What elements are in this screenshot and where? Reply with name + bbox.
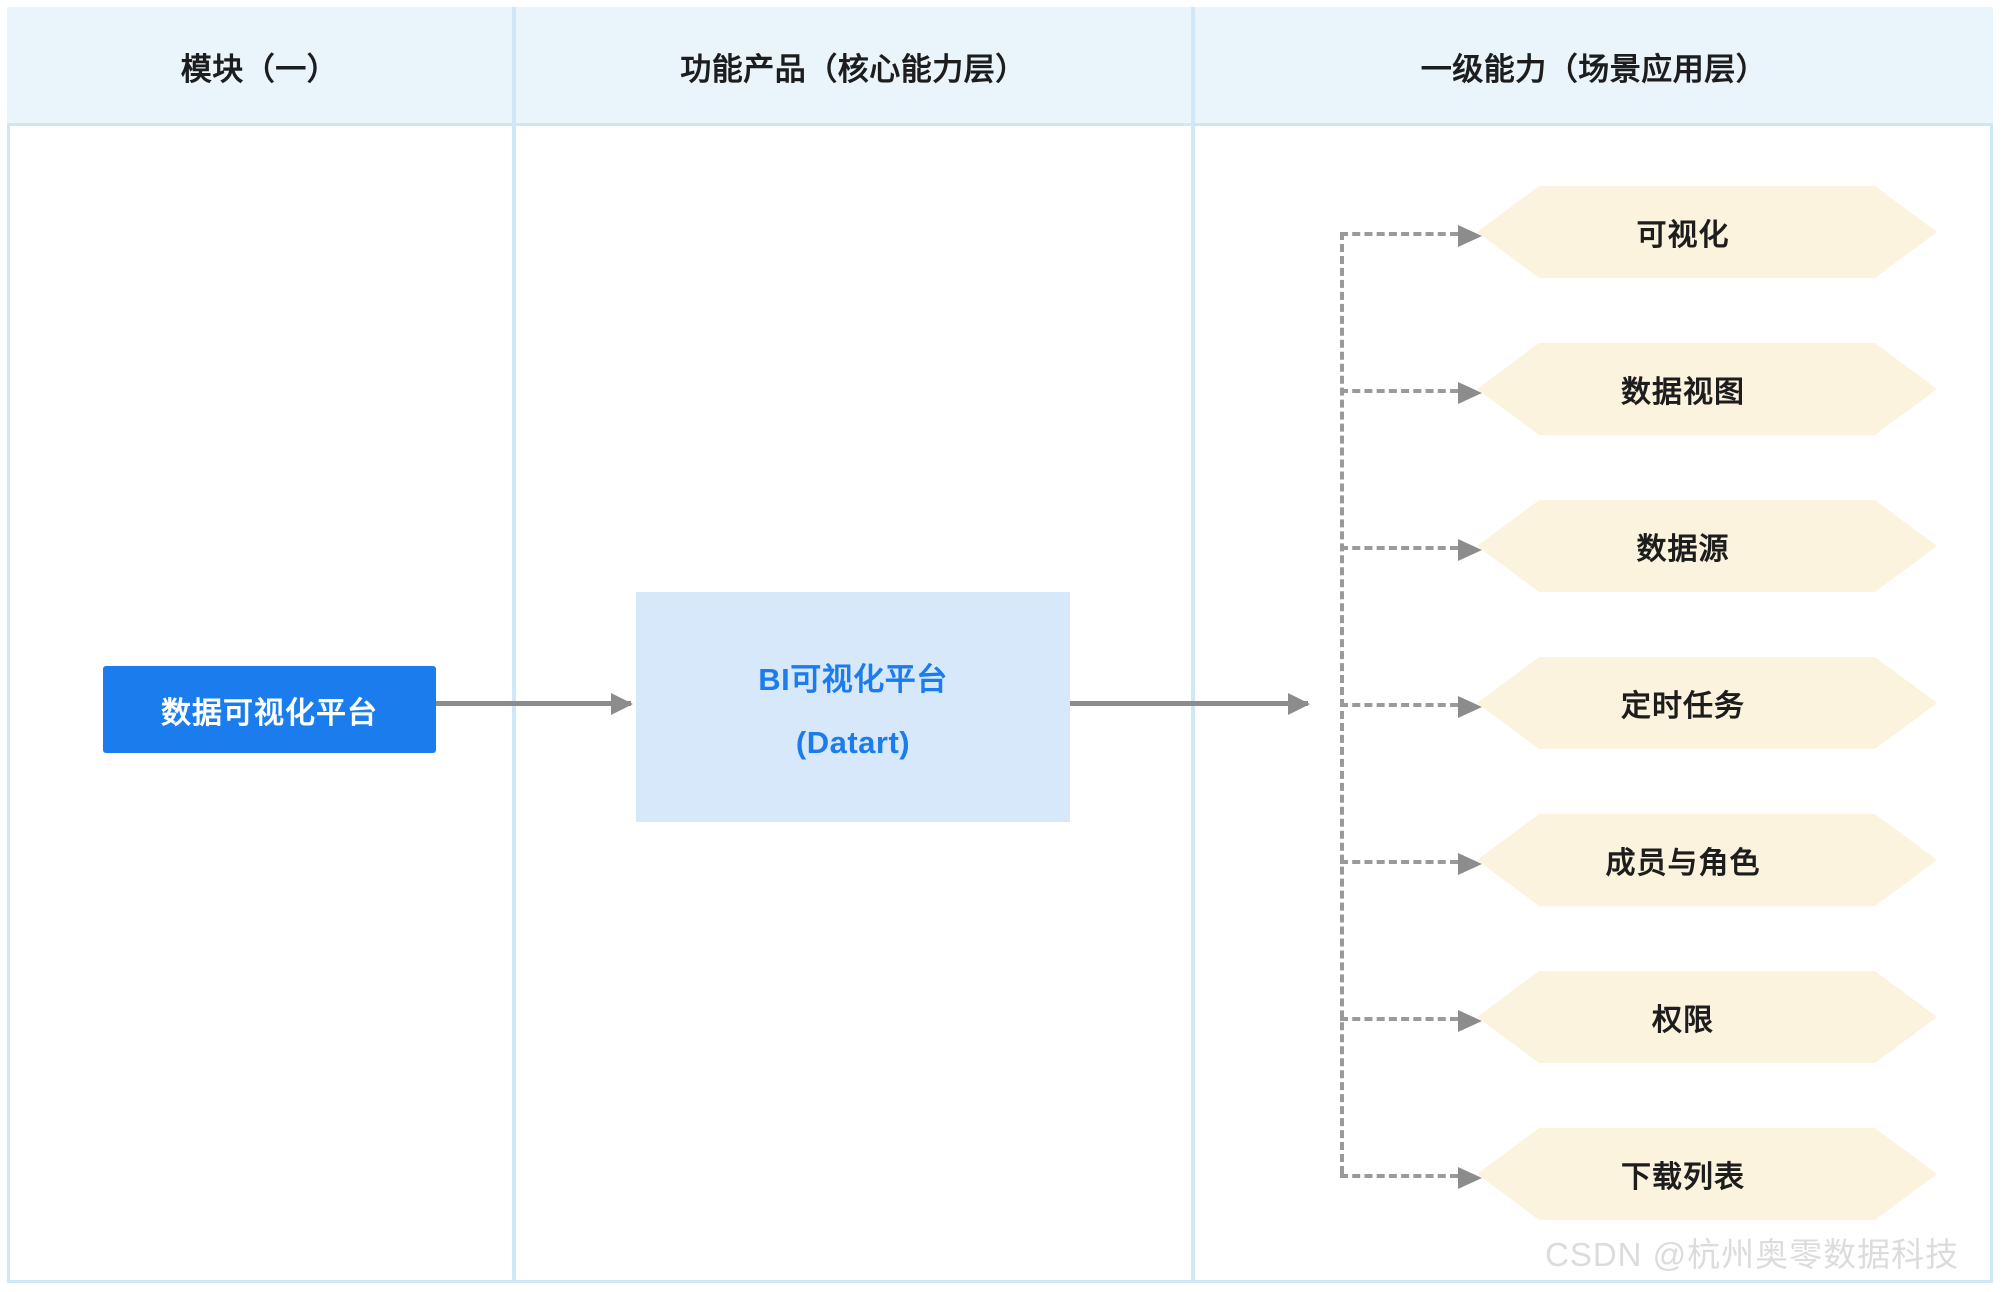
capability-chip-7[interactable]: 下载列表 [1477,1128,1937,1220]
dashed-branch-7 [1340,1167,1482,1189]
capability-chip-5-label: 成员与角色 [1605,847,1761,880]
capability-chip-2[interactable]: 数据视图 [1477,343,1937,435]
arrow-product-to-capabilities [1070,701,1308,706]
capability-chip-2-label: 数据视图 [1621,376,1745,409]
dashed-branch-6 [1340,1010,1482,1032]
column-divider-2 [1191,7,1195,1283]
dashed-branch-5 [1340,853,1482,875]
capability-chip-4[interactable]: 定时任务 [1477,657,1937,749]
capability-chip-7-label: 下载列表 [1621,1161,1745,1194]
dashed-branch-4 [1340,696,1482,718]
column-header-capability-label: 一级能力（场景应用层） [1420,52,1768,87]
node-data-visualization-platform-label: 数据可视化平台 [161,696,378,730]
column-header-product-label: 功能产品（核心能力层） [680,52,1027,87]
dashed-branch-2 [1340,382,1482,404]
column-header-module-label: 模块（一） [180,52,339,87]
capability-chip-3[interactable]: 数据源 [1477,500,1937,592]
node-bi-platform-line1: BI可视化平台 [758,661,948,697]
node-bi-platform[interactable]: BI可视化平台 (Datart) [636,592,1070,822]
capability-chip-6-label: 权限 [1652,1004,1714,1037]
node-bi-platform-line2: (Datart) [795,724,911,760]
capability-chip-1-label: 可视化 [1636,219,1730,252]
capability-chip-1[interactable]: 可视化 [1477,186,1937,278]
column-divider-1 [512,7,516,1283]
capability-chip-5[interactable]: 成员与角色 [1477,814,1937,906]
watermark: CSDN @杭州奥零数据科技 [1545,1236,1960,1273]
arrow-source-to-product [436,701,631,706]
dashed-branch-3 [1340,539,1482,561]
header-band [7,7,1993,126]
dashed-branch-1 [1340,225,1482,247]
node-data-visualization-platform[interactable]: 数据可视化平台 [103,666,436,753]
column-header-product: 功能产品（核心能力层） [516,7,1191,126]
capability-chip-3-label: 数据源 [1636,533,1730,566]
column-header-module: 模块（一） [7,7,512,126]
capability-chip-4-label: 定时任务 [1621,690,1745,723]
capability-chip-6[interactable]: 权限 [1477,971,1937,1063]
column-header-capability: 一级能力（场景应用层） [1195,7,1993,126]
